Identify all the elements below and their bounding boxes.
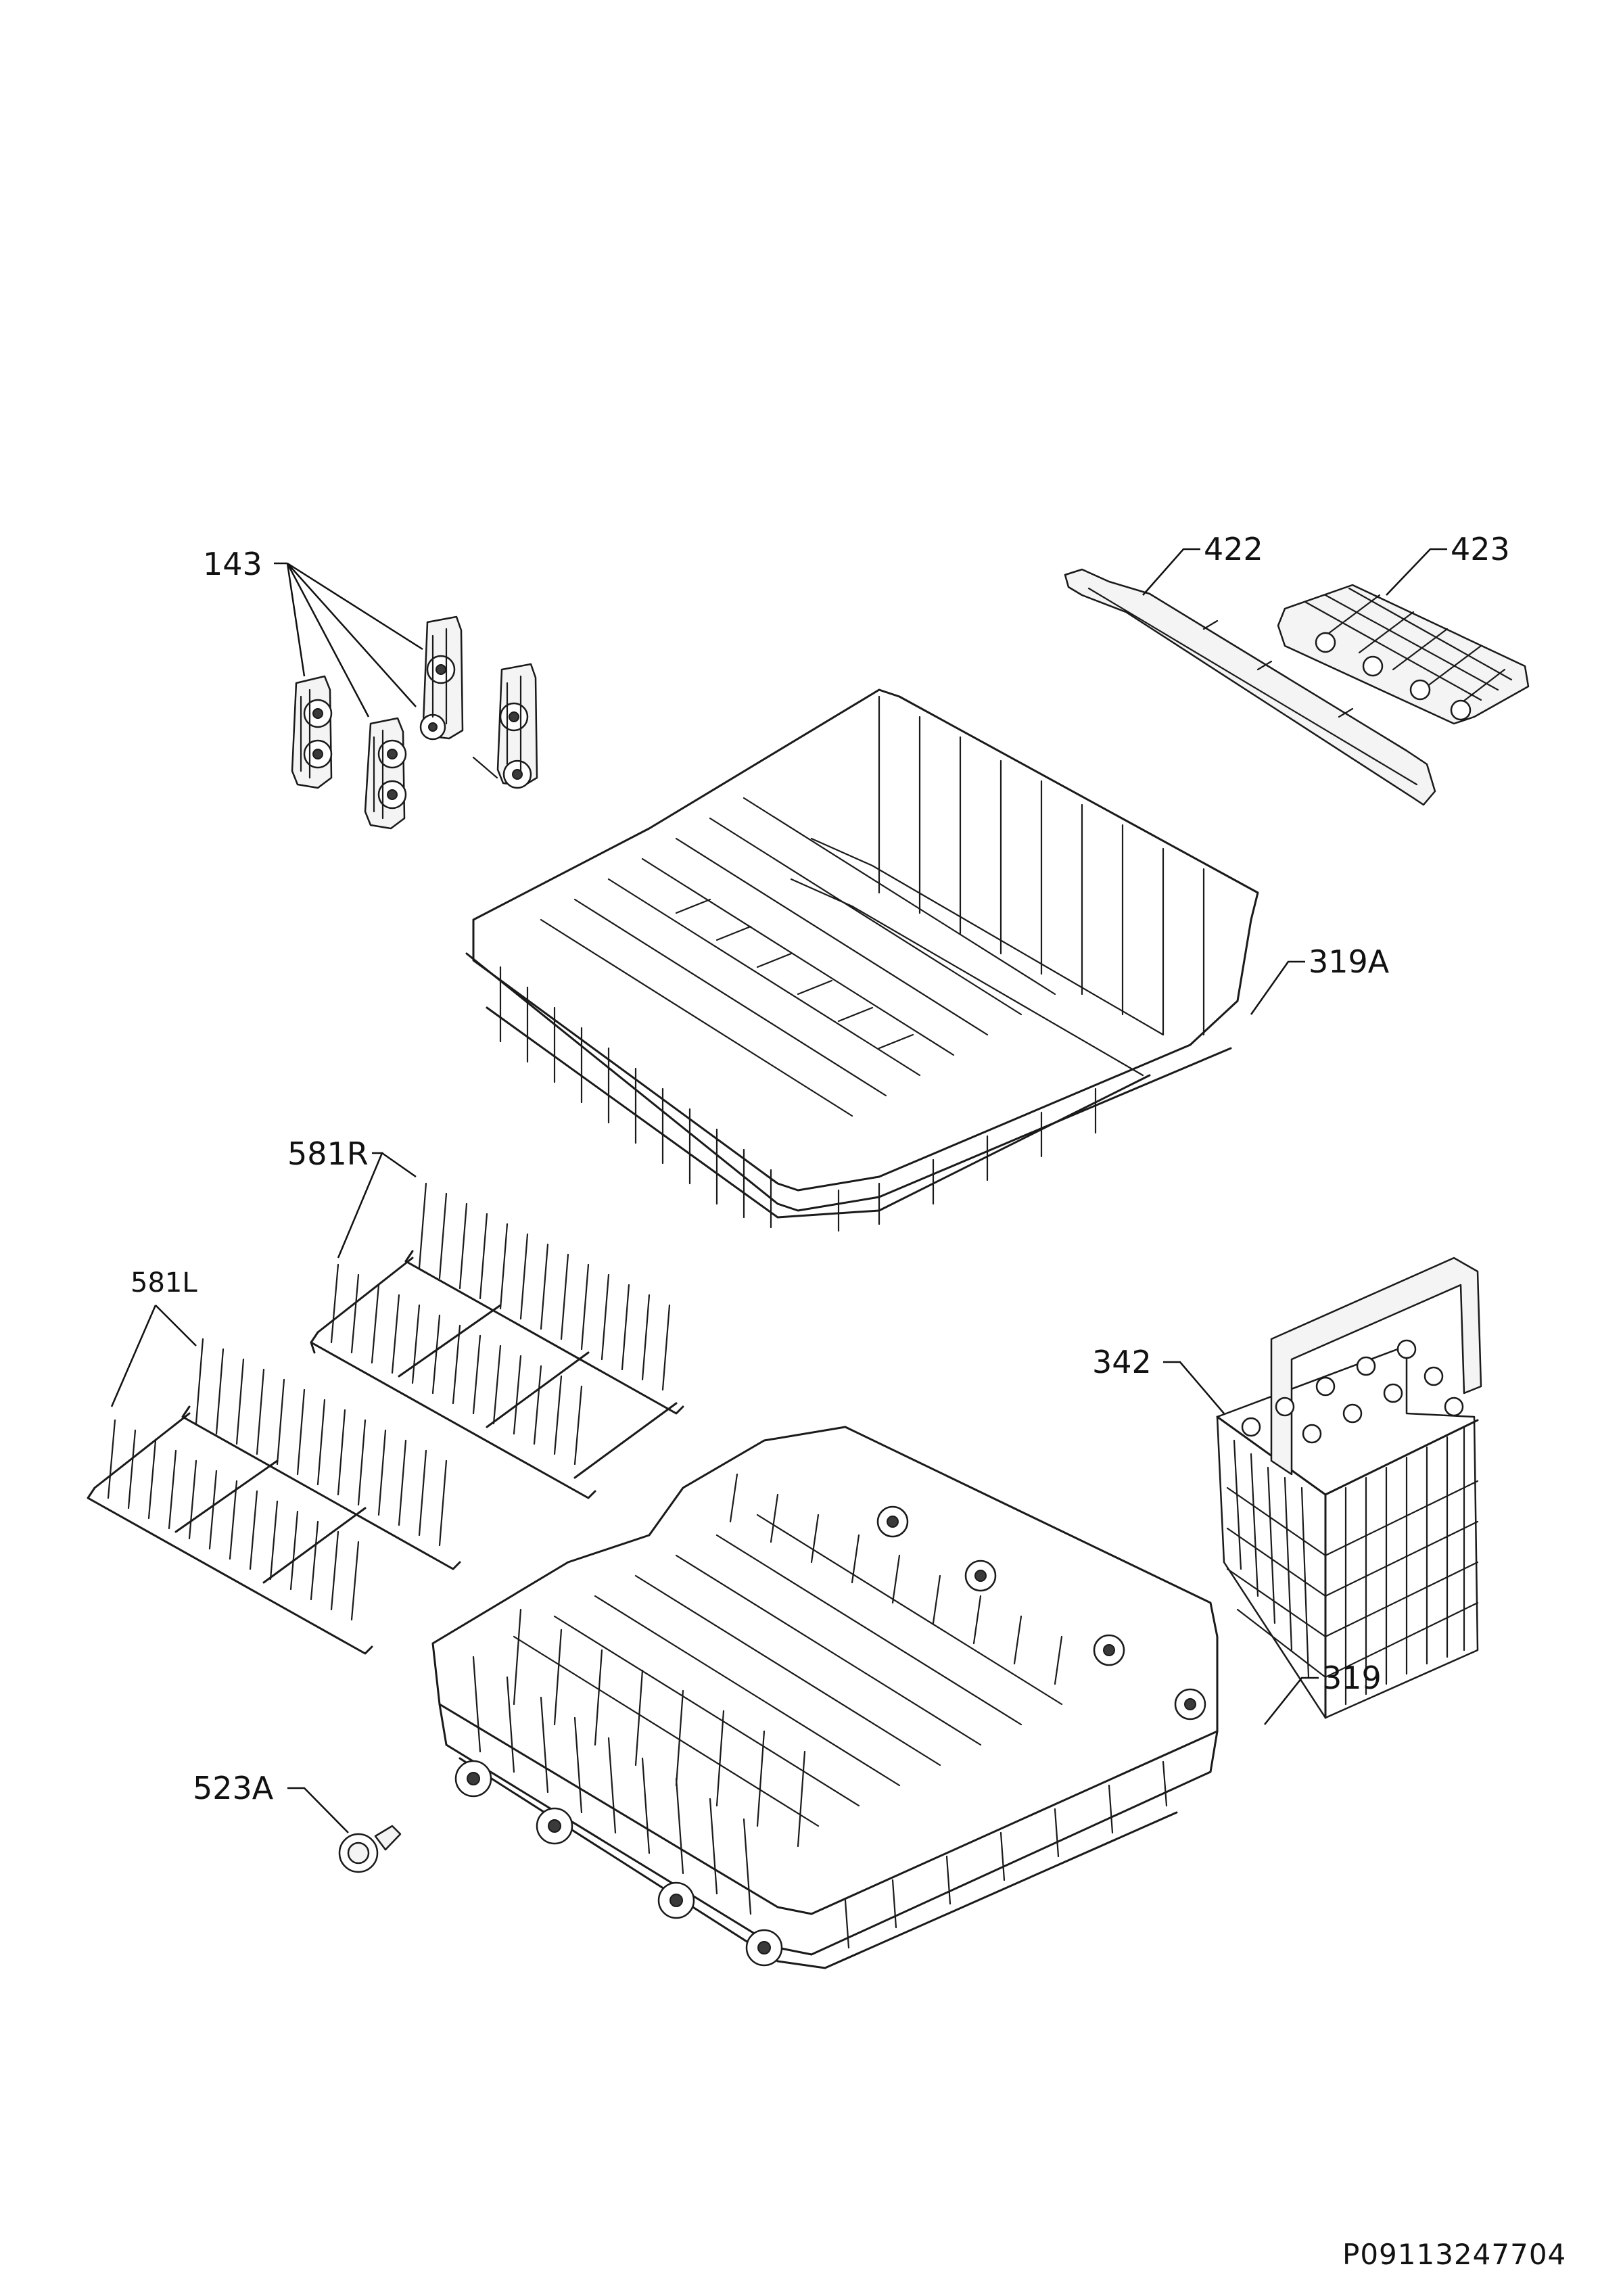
part-422-rail	[1064, 568, 1436, 806]
callout-581r: 581R	[287, 1135, 417, 1259]
adjuster-1	[291, 675, 333, 789]
callout-319: 319	[1264, 1660, 1382, 1725]
callout-581l-label: 581L	[131, 1267, 197, 1298]
part-319a-upper-basket	[465, 688, 1259, 1232]
part-319-lower-basket	[431, 1426, 1219, 1969]
callout-581l: 581L	[110, 1267, 197, 1407]
callout-423: 423	[1386, 531, 1510, 596]
callout-422: 422	[1142, 531, 1263, 596]
callout-523a-label: 523A	[193, 1770, 274, 1806]
callout-143-label: 143	[203, 546, 262, 582]
callout-143: 143	[203, 546, 423, 718]
callout-422-label: 422	[1204, 531, 1263, 567]
part-581l-plate-rack-left	[87, 1338, 461, 1655]
callout-423-label: 423	[1451, 531, 1510, 567]
callout-523a: 523A	[193, 1770, 349, 1833]
part-523a-wheel	[338, 1825, 402, 1873]
part-581r-plate-rack-right	[310, 1182, 684, 1499]
callout-342: 342	[1092, 1344, 1225, 1414]
part-342-cutlery-basket	[1216, 1257, 1482, 1719]
part-143-rack-adjusters	[291, 615, 538, 830]
callout-342-label: 342	[1092, 1344, 1152, 1380]
callout-319a: 319A	[1250, 943, 1390, 1015]
adjuster-2	[364, 717, 407, 830]
callout-581r-label: 581R	[287, 1135, 369, 1172]
part-423-cup-shelf	[1277, 584, 1530, 725]
adjuster-3	[419, 615, 464, 741]
callout-319a-label: 319A	[1309, 943, 1390, 980]
callout-319-label: 319	[1322, 1660, 1382, 1696]
drawing-code: P09113247704	[1342, 2238, 1566, 2271]
adjuster-4	[472, 663, 538, 789]
basket-wheels	[454, 1505, 1206, 1967]
